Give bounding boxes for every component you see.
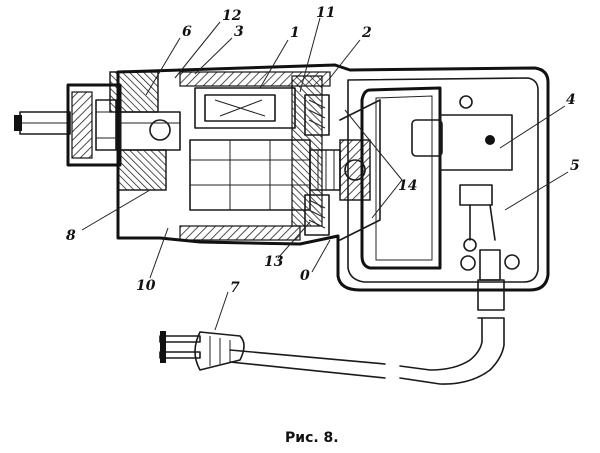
label-13: 13	[264, 254, 284, 270]
label-14: 14	[398, 178, 417, 194]
terminal-block	[459, 184, 520, 281]
gearbox-housing	[66, 71, 181, 191]
power-cord	[229, 279, 505, 385]
figure-caption: Рис. 8.	[285, 430, 339, 446]
label-1: 1	[290, 25, 300, 41]
brush-holder-top	[304, 94, 330, 136]
label-5: 5	[570, 158, 580, 174]
label-2: 2	[361, 25, 372, 41]
label-4: 4	[566, 92, 576, 108]
label-11: 11	[316, 5, 335, 21]
brush-holder-bottom	[304, 194, 330, 236]
leader-lines	[81, 17, 569, 331]
main-housing	[116, 63, 550, 292]
label-0: 0	[300, 268, 310, 284]
label-8: 8	[66, 228, 76, 244]
label-10: 10	[136, 278, 156, 294]
output-shaft	[14, 111, 71, 135]
label-3: 3	[234, 24, 244, 40]
plug	[159, 331, 245, 371]
switch-unit	[411, 95, 513, 171]
commutator	[309, 99, 381, 241]
label-7: 7	[230, 280, 240, 296]
label-12: 12	[222, 8, 242, 24]
label-6: 6	[182, 24, 192, 40]
motor-stator	[189, 75, 323, 227]
